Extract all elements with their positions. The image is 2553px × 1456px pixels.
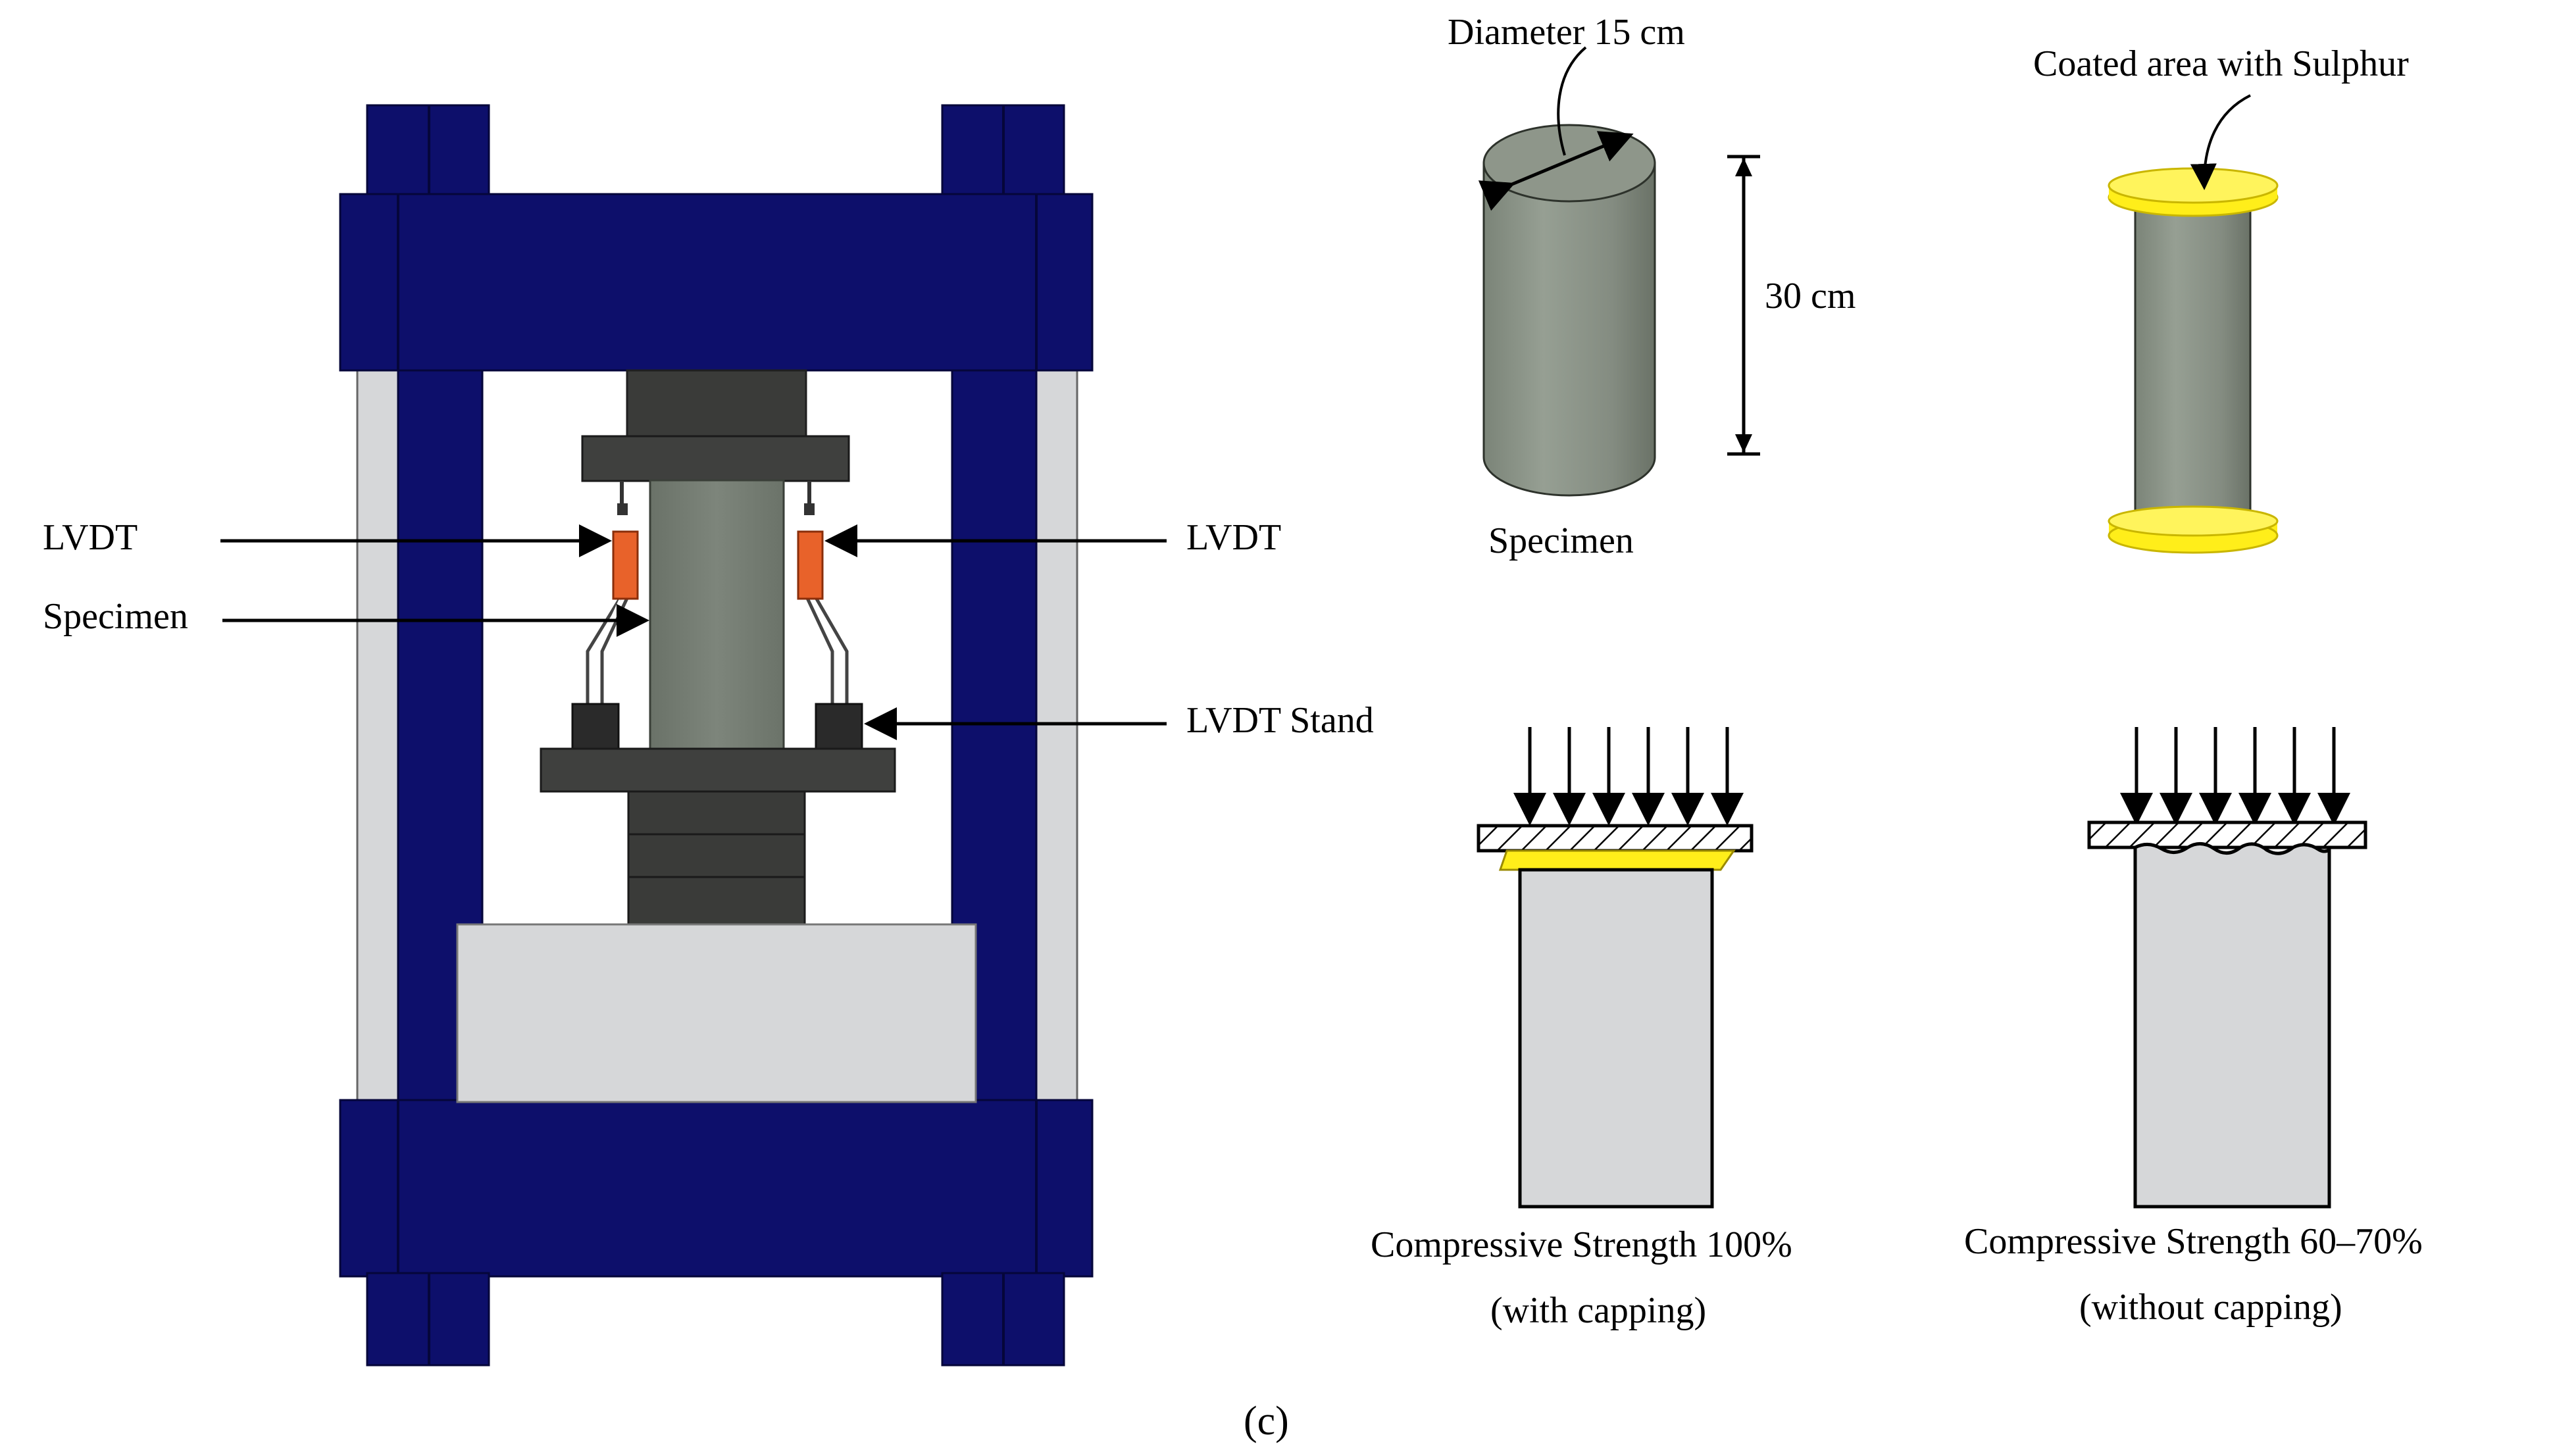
lvdt-left-label: LVDT bbox=[43, 517, 138, 558]
diameter-label: Diameter 15 cm bbox=[1448, 12, 1685, 53]
with-capping-diagram: Compressive Strength 100% (with capping) bbox=[1371, 727, 1792, 1331]
upper-platen bbox=[581, 435, 850, 482]
with-capping-note: (with capping) bbox=[1490, 1290, 1706, 1331]
without-capping-note: (without capping) bbox=[2079, 1287, 2342, 1328]
loading-plate-without-capping bbox=[2087, 820, 2367, 849]
lower-platen bbox=[540, 747, 896, 793]
sulphur-capping-layer bbox=[1498, 849, 1736, 871]
lvdt-stand-left bbox=[571, 703, 620, 751]
loading-plate-with-capping bbox=[1477, 824, 1754, 853]
specimen-label: Specimen bbox=[43, 596, 188, 637]
compression-machine bbox=[339, 104, 1094, 1367]
lvdt-sensor-left bbox=[586, 481, 639, 704]
lower-block-1 bbox=[627, 790, 806, 836]
diameter-line bbox=[1478, 131, 1634, 211]
press-annotations: LVDT Specimen LVDT LVDT Stand bbox=[43, 517, 1374, 741]
frame-side-panel-right bbox=[1033, 367, 1078, 1110]
frame-top-crosshead bbox=[339, 193, 1094, 372]
upper-ram bbox=[626, 369, 807, 439]
lvdt-body-right bbox=[797, 530, 824, 600]
specimen-cylinder bbox=[1482, 162, 1656, 497]
specimen-with-capping bbox=[1518, 868, 1714, 1209]
specimen-caption: Specimen bbox=[1488, 520, 1634, 561]
coated-area-label: Coated area with Sulphur bbox=[2033, 43, 2409, 84]
lower-block-2 bbox=[627, 833, 806, 878]
press-specimen bbox=[649, 479, 785, 751]
lvdt-sensor-right bbox=[797, 481, 849, 704]
diameter-leader bbox=[1557, 46, 1587, 156]
machine-base bbox=[456, 923, 977, 1103]
figure-label: (c) bbox=[1244, 1399, 1289, 1443]
without-capping-strength: Compressive Strength 60–70% bbox=[1964, 1221, 2423, 1262]
specimen-without-capping bbox=[2133, 842, 2331, 1209]
without-capping-diagram: Compressive Strength 60–70% (without cap… bbox=[1964, 727, 2423, 1328]
lower-block-3 bbox=[627, 876, 806, 926]
height-label: 30 cm bbox=[1765, 276, 1856, 316]
sulphur-leader-arrow bbox=[2190, 94, 2251, 190]
coated-specimen-view: Coated area with Sulphur bbox=[2033, 43, 2409, 554]
lvdt-right-label: LVDT bbox=[1186, 517, 1281, 558]
frame-bottom-crosshead bbox=[339, 1099, 1094, 1278]
specimen-cylinder-view: Diameter 15 cm 30 cm Specimen bbox=[1448, 12, 1856, 561]
lvdt-stand-right bbox=[815, 703, 863, 751]
coated-cylinder-body bbox=[2134, 196, 2252, 524]
with-capping-strength: Compressive Strength 100% bbox=[1371, 1224, 1792, 1265]
lvdt-stand-label: LVDT Stand bbox=[1186, 700, 1374, 741]
frame-side-panel-left bbox=[356, 367, 401, 1110]
lvdt-body-left bbox=[612, 530, 639, 600]
